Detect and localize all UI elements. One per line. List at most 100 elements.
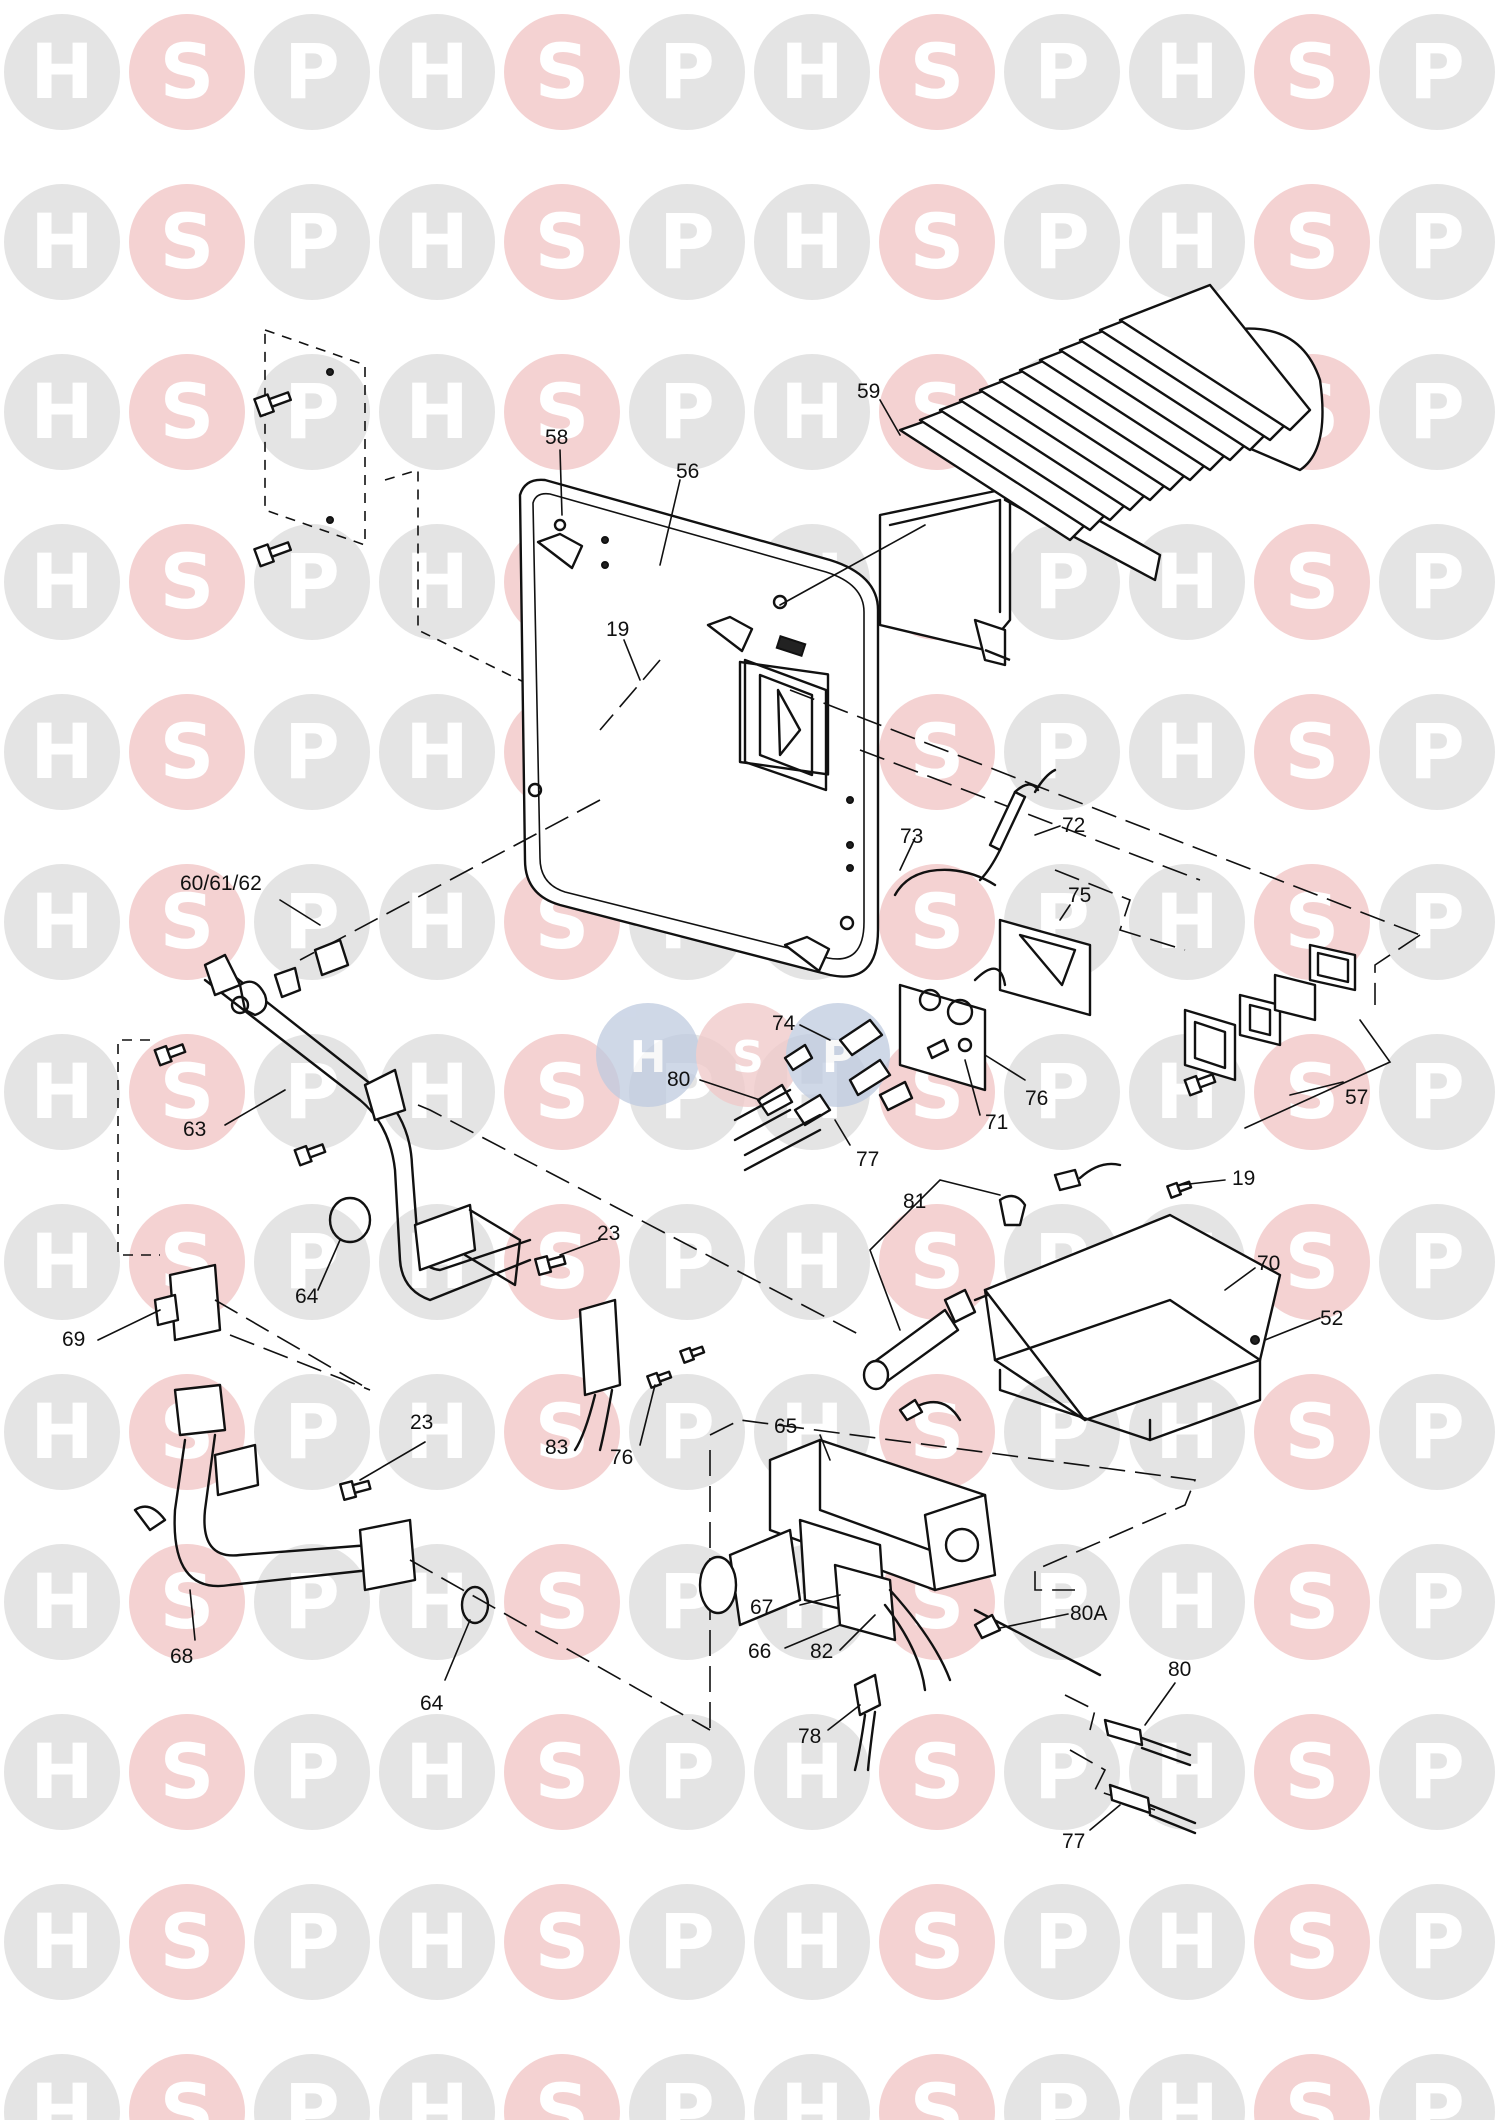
injector-parts bbox=[733, 1018, 950, 1172]
watermark-letter-s: S bbox=[1285, 1897, 1340, 1986]
watermark-circle-h bbox=[754, 354, 870, 470]
watermark-letter-p: P bbox=[1409, 27, 1465, 116]
watermark-circle-s bbox=[1254, 524, 1370, 640]
watermark-circle-p bbox=[1379, 1204, 1495, 1320]
watermark-circle-p bbox=[254, 1884, 370, 2000]
watermark-circle-p bbox=[1379, 354, 1495, 470]
watermark-letter-s: S bbox=[535, 27, 590, 116]
watermark-circle-p bbox=[254, 184, 370, 300]
watermark-letter-h: H bbox=[1155, 1897, 1219, 1986]
burner-59 bbox=[779, 283, 1324, 667]
watermark-circle-h bbox=[4, 524, 120, 640]
watermark-letter-p: P bbox=[284, 367, 340, 456]
label-69: 69 bbox=[62, 1328, 85, 1351]
watermark-letter-p: P bbox=[1409, 197, 1465, 286]
watermark-circle-s bbox=[504, 1884, 620, 2000]
watermark-circle-h bbox=[1129, 2054, 1245, 2125]
assembly-guide-lines bbox=[299, 659, 1421, 961]
label-80A: 80A bbox=[1070, 1602, 1107, 1625]
label-59: 59 bbox=[857, 380, 880, 403]
watermark-circle-p bbox=[1379, 1034, 1495, 1150]
watermark-letter-s: S bbox=[535, 1557, 590, 1646]
watermark-letter-p: P bbox=[1034, 1557, 1090, 1646]
watermark-letter-s: S bbox=[1285, 1047, 1340, 1136]
label-71: 71 bbox=[985, 1111, 1008, 1134]
part-labels: 59 58 56 19 72 73 60/61/62 75 74 80 76 7… bbox=[62, 380, 1368, 1853]
watermark-circle-p bbox=[1379, 14, 1495, 130]
watermark-circle-s bbox=[129, 694, 245, 810]
watermark-letter-s: S bbox=[910, 877, 965, 966]
watermark-letter-p: P bbox=[284, 1557, 340, 1646]
watermark-circle-p bbox=[254, 1374, 370, 1490]
watermark-letter-h: H bbox=[405, 2067, 469, 2120]
watermark-letter-p: P bbox=[1409, 1557, 1465, 1646]
watermark-letter-p: P bbox=[659, 1217, 715, 1306]
watermark-letter-h: H bbox=[30, 1897, 94, 1986]
watermark-circle-s bbox=[504, 14, 620, 130]
watermark-circle-h bbox=[379, 1034, 495, 1150]
watermark-circle-s bbox=[1254, 1884, 1370, 2000]
watermark-circle-p bbox=[1379, 694, 1495, 810]
watermark-circle-p bbox=[1004, 1714, 1120, 1830]
watermark-letter-h: H bbox=[30, 877, 94, 966]
watermark-letter-p: P bbox=[1034, 2067, 1090, 2120]
watermark-circle-s bbox=[879, 1374, 995, 1490]
watermark-letter-p: P bbox=[1034, 537, 1090, 626]
o-ring-64-upper bbox=[328, 1196, 372, 1244]
center-logo-s-circle bbox=[696, 1003, 800, 1107]
watermark-letter-p: P bbox=[284, 1387, 340, 1476]
pilot-gasket-set-57 bbox=[1183, 934, 1421, 1129]
watermark-letter-h: H bbox=[780, 1217, 844, 1306]
watermark-circle-p bbox=[254, 694, 370, 810]
watermark-circle-s bbox=[879, 1884, 995, 2000]
watermark-circle-p bbox=[1004, 1544, 1120, 1660]
watermark-circle-h bbox=[754, 184, 870, 300]
watermark-letter-h: H bbox=[30, 367, 94, 456]
label-78: 78 bbox=[798, 1725, 821, 1748]
watermark-circle-p bbox=[1379, 1544, 1495, 1660]
watermark-letter-p: P bbox=[659, 367, 715, 456]
watermark-letter-p: P bbox=[1409, 877, 1465, 966]
watermark-letter-p: P bbox=[284, 707, 340, 796]
watermark-letter-h: H bbox=[405, 1387, 469, 1476]
label-63: 63 bbox=[183, 1118, 206, 1141]
watermark-circle-s bbox=[129, 14, 245, 130]
watermark-circle-p bbox=[1379, 1884, 1495, 2000]
watermark-circle-p bbox=[1004, 184, 1120, 300]
watermark-circle-h bbox=[754, 14, 870, 130]
watermark-circle-h bbox=[1129, 1544, 1245, 1660]
watermark-letter-s: S bbox=[1285, 1217, 1340, 1306]
watermark-letter-s: S bbox=[1285, 2067, 1340, 2120]
label-76-lower: 76 bbox=[610, 1446, 633, 1469]
watermark-circle-p bbox=[1004, 2054, 1120, 2125]
watermark-circle-p bbox=[254, 354, 370, 470]
watermark-circle-s bbox=[504, 354, 620, 470]
watermark-letter-s: S bbox=[1285, 1557, 1340, 1646]
watermark-letter-s: S bbox=[160, 877, 215, 966]
watermark-circle-s bbox=[129, 354, 245, 470]
watermark-letter-h: H bbox=[1155, 197, 1219, 286]
watermark-circle-h bbox=[4, 14, 120, 130]
label-19-top: 19 bbox=[606, 618, 629, 641]
watermark-letter-p: P bbox=[284, 1897, 340, 1986]
watermark-circle-s bbox=[129, 184, 245, 300]
watermark-circle-p bbox=[629, 1884, 745, 2000]
watermark-letter-p: P bbox=[659, 1727, 715, 1816]
watermark-letter-s: S bbox=[910, 197, 965, 286]
watermark-circle-h bbox=[4, 1204, 120, 1320]
center-logo-h-circle bbox=[596, 1003, 700, 1107]
watermark-circle-p bbox=[1379, 1714, 1495, 1830]
watermark-circle-p bbox=[254, 1204, 370, 1320]
o-ring-64-lower bbox=[460, 1585, 490, 1625]
watermark-circle-p bbox=[629, 184, 745, 300]
watermark-letter-s: S bbox=[160, 707, 215, 796]
watermark-circle-h bbox=[379, 2054, 495, 2125]
hsp-center-logo: H S P bbox=[596, 1003, 890, 1107]
watermark-letter-s: S bbox=[535, 1897, 590, 1986]
watermark-circle-s bbox=[879, 2054, 995, 2125]
watermark-circle-p bbox=[1004, 1884, 1120, 2000]
watermark-circle-p bbox=[1379, 524, 1495, 640]
watermark-circle-p bbox=[254, 14, 370, 130]
watermark-circle-s bbox=[879, 694, 995, 810]
